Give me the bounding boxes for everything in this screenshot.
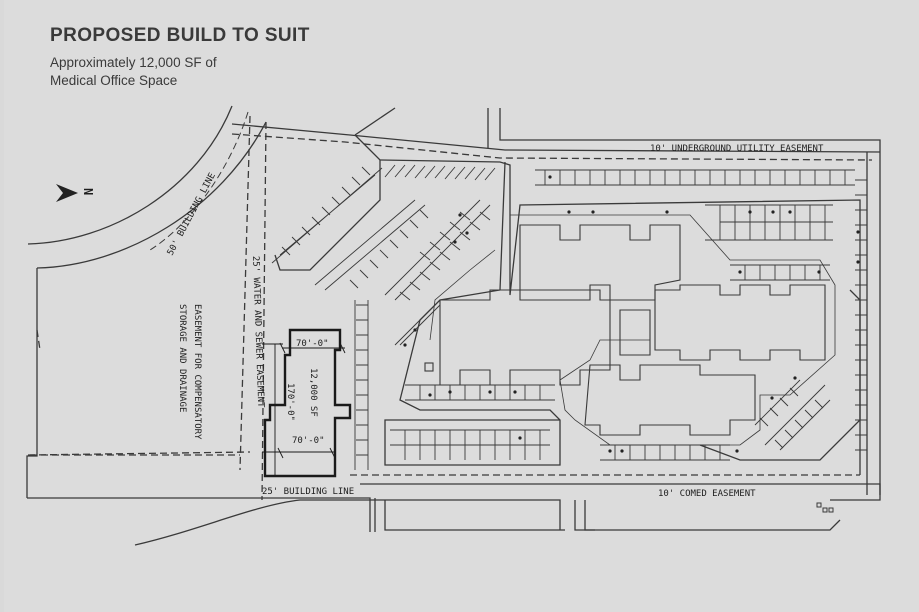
site-plan-sheet xyxy=(4,0,919,612)
building-line-25-label: 25' BUILDING LINE xyxy=(262,487,354,497)
south-road xyxy=(134,474,881,546)
existing-buildings xyxy=(424,214,836,446)
parking-stalls xyxy=(271,164,867,470)
page-title: PROPOSED BUILD TO SUIT xyxy=(50,25,310,46)
building-top-dimension: 70'-0" xyxy=(296,339,329,349)
building-side-dimension: 170'-0" xyxy=(285,383,295,421)
building-line-50-label: 50' BUILDING LINE xyxy=(166,171,218,257)
building-dimension-lines xyxy=(262,342,346,476)
page-subtitle: Approximately 12,000 SF of Medical Offic… xyxy=(50,54,217,90)
subtitle-line-2: Medical Office Space xyxy=(50,73,178,88)
north-arrow-icon xyxy=(56,184,78,202)
north-road xyxy=(231,107,881,495)
subtitle-line-1: Approximately 12,000 SF of xyxy=(50,55,217,70)
proposed-building xyxy=(263,328,352,478)
compensatory-easement-label-1: EASEMENT FOR COMPENSATORY xyxy=(192,304,202,440)
water-sewer-easement-label: 25' WATER AND SEWER EASEMENT xyxy=(250,256,265,409)
parking-markers xyxy=(403,175,860,453)
comed-easement-label: 10' COMED EASEMENT xyxy=(658,489,756,499)
corner-marker xyxy=(816,502,834,513)
parking-outline xyxy=(274,134,861,475)
north-label: N xyxy=(81,188,95,195)
building-bottom-dimension: 70'-0" xyxy=(292,436,325,446)
utility-easement-label: 10' UNDERGROUND UTILITY EASEMENT xyxy=(650,144,824,154)
building-area-label: 12,000 SF xyxy=(308,368,318,417)
compensatory-easement-label-2: STORAGE AND DRAINAGE xyxy=(177,304,187,412)
curved-road xyxy=(27,105,267,269)
